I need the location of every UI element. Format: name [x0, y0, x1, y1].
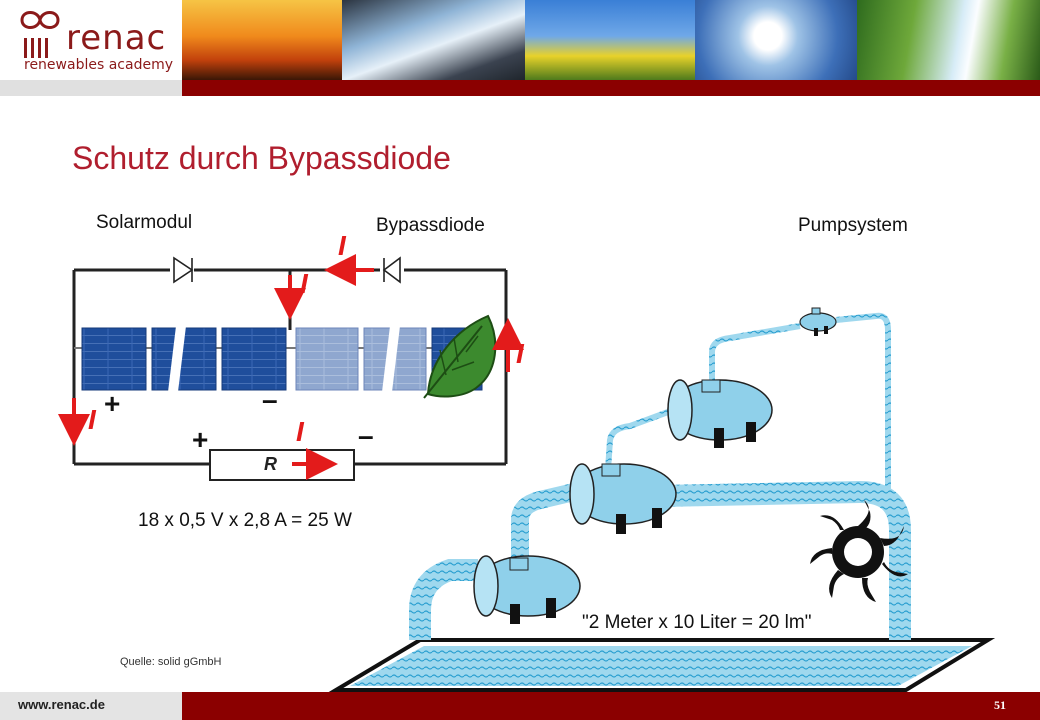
pump-system-diagram: [328, 307, 996, 692]
source-note: Quelle: solid gGmbH: [120, 656, 222, 668]
footer-url-box: www.renac.de: [0, 692, 182, 720]
current-arrows: [58, 254, 524, 446]
bypass-diode-right: [380, 256, 404, 284]
footer-bar: www.renac.de 51: [0, 692, 1040, 720]
current-label-leaf: I: [516, 338, 524, 369]
label-solarmodul: Solarmodul: [96, 212, 193, 233]
power-formula: 18 x 0,5 V x 2,8 A = 25 W: [138, 510, 352, 531]
label-bypassdiode: Bypassdiode: [376, 215, 485, 236]
photo-strip: [182, 0, 1040, 80]
waterfall-photo: [342, 0, 525, 80]
page-number: 51: [994, 698, 1006, 712]
current-label-left: I: [88, 404, 96, 435]
current-label-down: I: [300, 268, 308, 299]
footer-url[interactable]: www.renac.de: [18, 697, 105, 712]
solar-cell: [81, 327, 147, 391]
corn-field-photo: [857, 0, 1040, 80]
logo-name: renac: [66, 18, 167, 58]
logo-tagline: renewables academy: [24, 57, 173, 73]
slide-title: Schutz durch Bypassdiode: [72, 140, 451, 176]
pump-wheel-icon: [810, 500, 908, 602]
minus-sign-module: –: [262, 384, 278, 415]
pump-formula: "2 Meter x 10 Liter = 20 lm": [580, 612, 814, 634]
resistor-label: R: [264, 454, 277, 474]
sunset-photo: [182, 0, 342, 80]
solar-cell: [221, 327, 287, 391]
resistor: [209, 448, 355, 481]
water-tank: [569, 463, 677, 534]
label-pumpsystem: Pumpsystem: [798, 215, 908, 236]
bypass-diode-left: [170, 256, 194, 284]
plus-sign-module: +: [104, 388, 121, 419]
solar-cells: [81, 326, 483, 392]
rapeseed-photo: [525, 0, 695, 80]
current-label-bypass: I: [338, 230, 346, 261]
water-tank: [667, 379, 773, 448]
header-red-bar: [182, 80, 1040, 96]
renac-logo-icon: [20, 11, 60, 58]
leaf-icon: [423, 314, 497, 399]
water-tank: [473, 555, 581, 624]
header-grey-bar: [0, 80, 182, 96]
dandelion-photo: [695, 0, 857, 80]
water-tank: [799, 307, 837, 336]
minus-sign-load: –: [358, 420, 374, 451]
current-label-load: I: [296, 416, 304, 447]
solar-cell: [295, 327, 359, 391]
plus-sign-load: +: [192, 424, 209, 455]
header-banner: renac renewables academy: [0, 0, 1040, 96]
